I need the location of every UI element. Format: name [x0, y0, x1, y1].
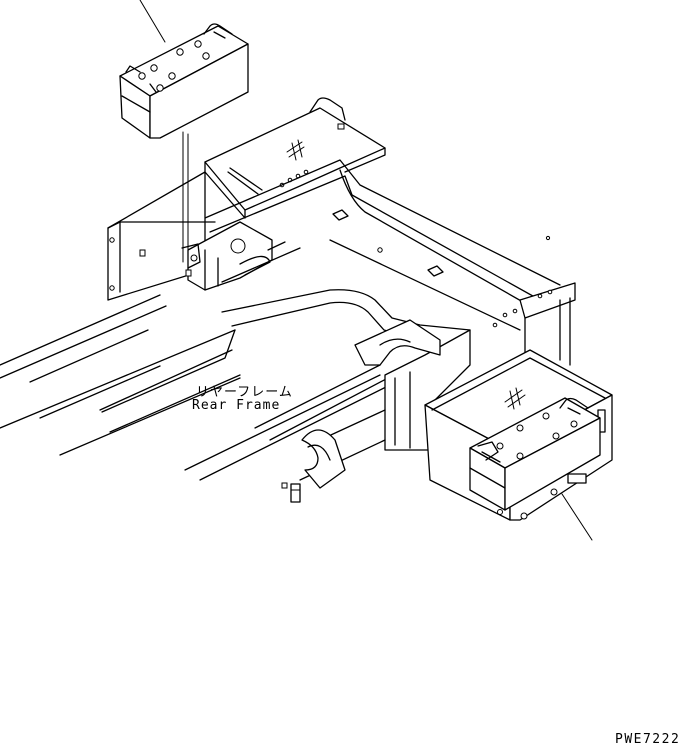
- lower-battery: [469, 397, 601, 511]
- hatch-mark: [286, 139, 305, 161]
- upper-battery: [119, 23, 249, 139]
- upper-battery-leader-line: [139, 0, 166, 43]
- lower-battery-leader-line: [561, 493, 593, 541]
- side-member: [204, 159, 576, 366]
- part-label-english: Rear Frame: [192, 398, 281, 413]
- part-label-japanese: リヤーフレーム: [196, 385, 293, 400]
- left-frame-rails: [0, 294, 241, 456]
- drawing-code: PWE7222: [615, 732, 681, 747]
- battery-tray-platform: [204, 97, 386, 219]
- rear-frame-body: [184, 289, 471, 503]
- center-clamp-bracket: [181, 221, 301, 291]
